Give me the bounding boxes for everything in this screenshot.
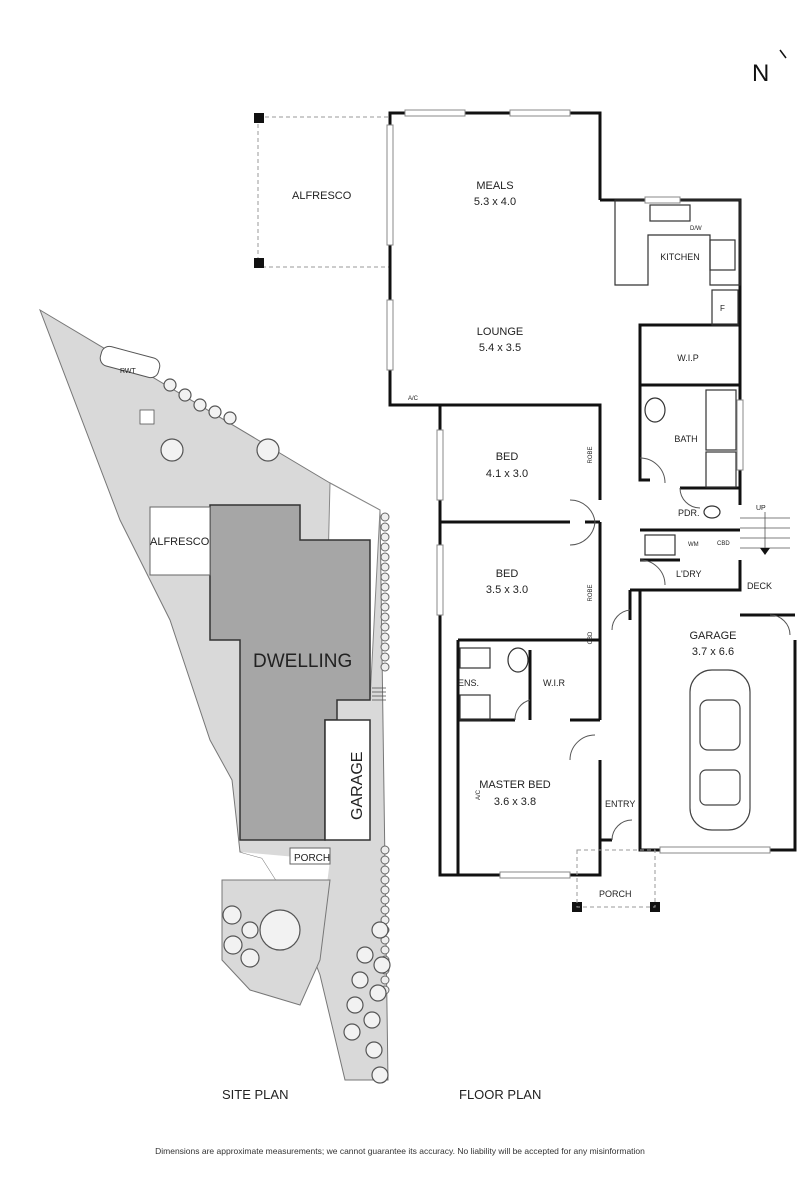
bed2-size: 3.5 x 3.0 — [486, 584, 528, 596]
car-icon — [689, 669, 751, 831]
fridge-label: F — [720, 304, 725, 313]
floor-plan-title: FLOOR PLAN — [459, 1087, 542, 1102]
site-alfresco — [149, 506, 211, 576]
laundry-cbd-label: CBD — [717, 541, 730, 547]
dishwasher-label: D/W — [690, 226, 702, 232]
cooktop-icon — [709, 239, 736, 271]
site-trees-icon — [160, 378, 391, 1084]
kitchen-sink-icon — [649, 204, 691, 222]
outer-wall-west — [388, 111, 602, 877]
ens-shower-icon — [459, 694, 491, 721]
lounge-size: 5.4 x 3.5 — [479, 342, 521, 354]
site-dwelling-label: DWELLING — [253, 651, 352, 672]
master-bed-label: MASTER BED — [479, 779, 551, 791]
site-porch-label: PORCH — [294, 853, 330, 864]
wip-label: W.I.P — [677, 353, 699, 363]
robe1-label: ROBE — [588, 446, 594, 463]
deck-stairs-icon — [740, 512, 790, 555]
site-rwt-label: RWT — [120, 368, 137, 375]
outer-wall-east — [600, 198, 742, 505]
porch-area — [576, 849, 656, 908]
north-arrow-icon — [779, 49, 787, 59]
bed1-size: 4.1 x 3.0 — [486, 468, 528, 480]
site-steps-icon — [372, 687, 386, 701]
site-porch — [289, 847, 331, 865]
garage-size: 3.7 x 6.6 — [692, 646, 734, 658]
bathtub-icon — [705, 389, 737, 451]
bed1-label: BED — [496, 451, 519, 463]
site-garage-label: GARAGE — [349, 752, 366, 820]
floor-plan: ALFRESCO MEALS 5.3 x 4.0 LOUNGE 5.4 x 3.… — [254, 109, 797, 912]
pdr-toilet-icon — [703, 505, 721, 519]
bath-label: BATH — [674, 434, 697, 444]
kitchen-counter — [614, 199, 741, 286]
lounge-label: LOUNGE — [477, 326, 523, 338]
site-plan: RWT ALFRESCO DWELLING GARAGE PORCH — [39, 308, 391, 1084]
site-garage — [324, 719, 371, 841]
ens-vanity-icon — [459, 647, 491, 669]
site-alfresco-label: ALFRESCO — [150, 536, 210, 548]
porch-label: PORCH — [599, 889, 632, 899]
wall-wip — [638, 323, 740, 482]
alfresco-post-icon — [254, 113, 264, 123]
kitchen-label: KITCHEN — [660, 252, 700, 262]
robe2-label: ROBE — [588, 584, 594, 601]
wir-label: W.I.R — [543, 678, 565, 688]
rwt-tank-icon — [99, 345, 161, 379]
site-plan-title: SITE PLAN — [222, 1087, 289, 1102]
bed-cbd-label: CBD — [588, 631, 594, 644]
stairs-up-label: UP — [756, 505, 766, 512]
pdr-label: PDR. — [678, 508, 700, 518]
entry-label: ENTRY — [605, 799, 635, 809]
ens-label: ENS. — [458, 678, 479, 688]
wm-label: WM — [688, 542, 699, 548]
basin-icon — [644, 397, 666, 423]
wall-bed1 — [440, 403, 602, 500]
garage-label: GARAGE — [689, 630, 736, 642]
master-ac-label: A/C — [476, 789, 482, 800]
ens-toilet-icon — [507, 647, 529, 673]
windows — [386, 109, 771, 879]
doors — [514, 457, 791, 841]
shower-icon — [705, 451, 737, 488]
alfresco-post-icon — [254, 258, 264, 268]
north-arrow-label: N — [752, 60, 770, 87]
site-tap-icon — [139, 409, 155, 425]
disclaimer-text: Dimensions are approximate measurements;… — [155, 1146, 645, 1156]
laundry-label: L'DRY — [676, 569, 702, 579]
bed2-label: BED — [496, 568, 519, 580]
wall-garage — [630, 588, 797, 852]
meals-label: MEALS — [476, 180, 513, 192]
deck-label: DECK — [747, 581, 772, 591]
meals-size: 5.3 x 4.0 — [474, 196, 516, 208]
laundry-trough-icon — [644, 534, 676, 556]
alfresco-label: ALFRESCO — [292, 190, 352, 202]
lounge-ac-label: A/C — [408, 396, 419, 402]
fridge-space — [711, 289, 739, 326]
master-bed-size: 3.6 x 3.8 — [494, 796, 536, 808]
